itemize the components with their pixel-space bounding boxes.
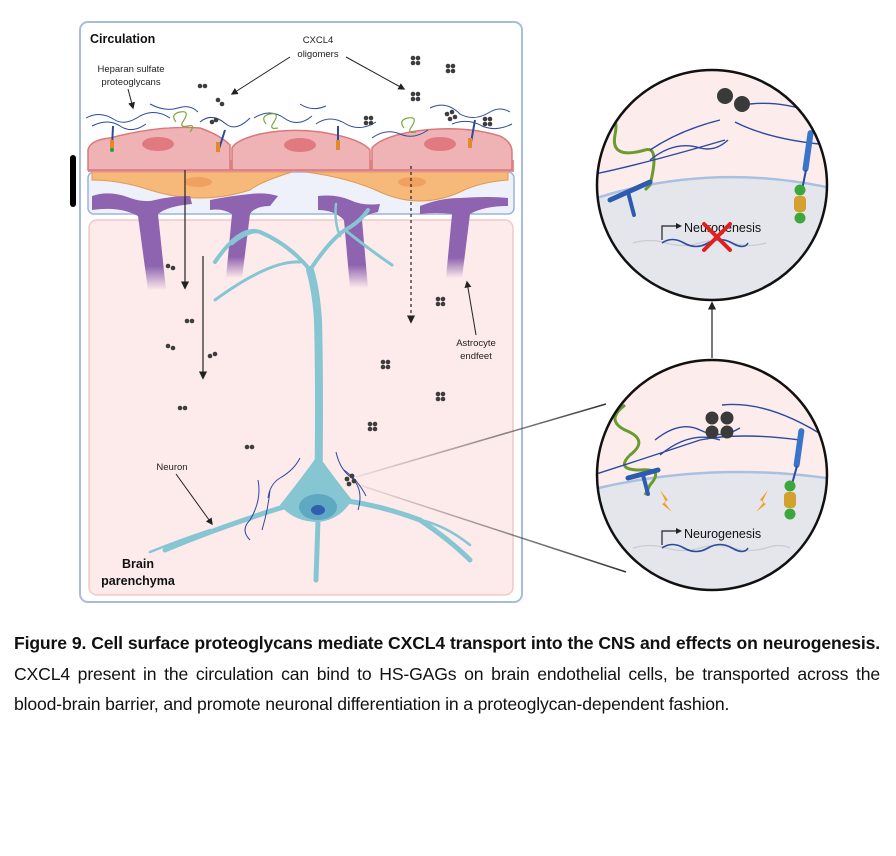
label-neuron: Neuron <box>156 462 187 473</box>
neuron-arrow <box>175 473 213 526</box>
cxcl4-oligomers-circulation <box>197 55 493 127</box>
label-hspg-line2: proteoglycans <box>101 77 160 88</box>
pericyte-nucleus-right <box>398 177 426 187</box>
cxcl4-oligomers-parenchyma <box>165 263 446 450</box>
figure-caption: Figure 9. Cell surface proteoglycans med… <box>14 628 880 720</box>
neuron-nucleolus <box>311 505 325 515</box>
label-circulation: Circulation <box>90 32 155 46</box>
inset-top-blocked <box>597 70 827 300</box>
label-astrocyte-line2: endfeet <box>460 351 492 362</box>
endothelial-cells <box>87 126 514 172</box>
label-astrocyte-line1: Astrocyte <box>456 338 496 349</box>
astrocyte-endfoot-1 <box>92 193 192 290</box>
caption-body: CXCL4 present in the circulation can bin… <box>14 663 880 715</box>
astrocyte-endfoot-3 <box>318 195 380 288</box>
heparan-sulfate-chains <box>85 103 513 139</box>
cxcl4-transport-diagram: Neurogenesis Neurogenesis Circulation CX… <box>70 21 829 603</box>
inset-top-border <box>595 68 829 302</box>
hspg-core-proteins <box>110 119 476 153</box>
glypicans <box>173 111 417 133</box>
label-hspg-line1: Heparan sulfate <box>97 64 164 75</box>
zoom-line-upper <box>355 403 607 478</box>
cxcl4-arrow-left <box>230 56 291 95</box>
endothelial-nucleus-2 <box>284 138 316 152</box>
cxcl4-arrow-right <box>345 56 406 90</box>
hspg-arrow <box>127 88 135 110</box>
label-cxcl4-line1: CXCL4 <box>303 35 334 46</box>
astrocyte-endfoot-4 <box>420 197 508 278</box>
inset-bottom-neurogenesis-label: Neurogenesis <box>684 527 761 541</box>
side-bar-mark <box>70 155 76 207</box>
blocked-x-icon <box>702 222 732 252</box>
caption-title: Figure 9. Cell surface proteoglycans med… <box>14 633 880 653</box>
inset-bottom-promoted <box>597 360 827 590</box>
label-cxcl4-line2: oligomers <box>297 49 338 60</box>
endothelial-nucleus-1 <box>142 137 174 151</box>
inset-bottom-border <box>595 358 829 592</box>
label-brain-line1: Brain <box>122 557 154 571</box>
zoom-line-lower <box>355 483 627 573</box>
endothelial-nucleus-3 <box>424 137 456 151</box>
pericyte-nucleus-left <box>184 177 212 187</box>
neuron-cxcl4-cluster <box>344 473 357 487</box>
label-brain-line2: parenchyma <box>101 574 176 588</box>
astrocyte-arrow <box>464 280 477 336</box>
